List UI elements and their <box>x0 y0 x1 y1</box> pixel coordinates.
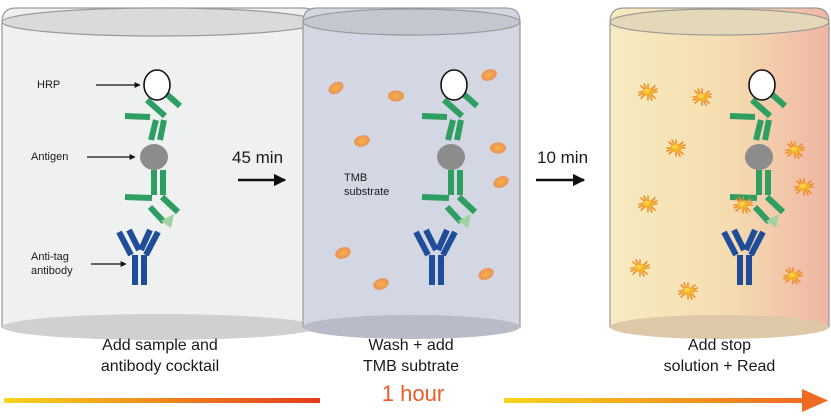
anti-tag-label-line1: Anti-tag <box>31 251 69 263</box>
anti-tag-label-line2: antibody <box>31 265 73 277</box>
total-time-label: 1 hour <box>381 381 445 406</box>
timeline-arrowhead <box>802 389 828 412</box>
callout-arrows <box>87 82 141 267</box>
well-1 <box>1 7 318 340</box>
tmb-label-line2: substrate <box>344 186 390 198</box>
tmb-substrate-particles <box>328 69 509 290</box>
antigen-label: Antigen <box>31 151 69 163</box>
transition-time-1: 45 min <box>232 148 284 167</box>
well-2 <box>302 7 521 339</box>
well-3 <box>609 7 830 339</box>
transition-time-2: 10 min <box>537 148 589 167</box>
timeline-bar-left <box>4 398 320 403</box>
timeline-bar-right <box>504 398 804 403</box>
tmb-label-line1: TMB <box>344 172 368 184</box>
hrp-label: HRP <box>37 79 61 91</box>
